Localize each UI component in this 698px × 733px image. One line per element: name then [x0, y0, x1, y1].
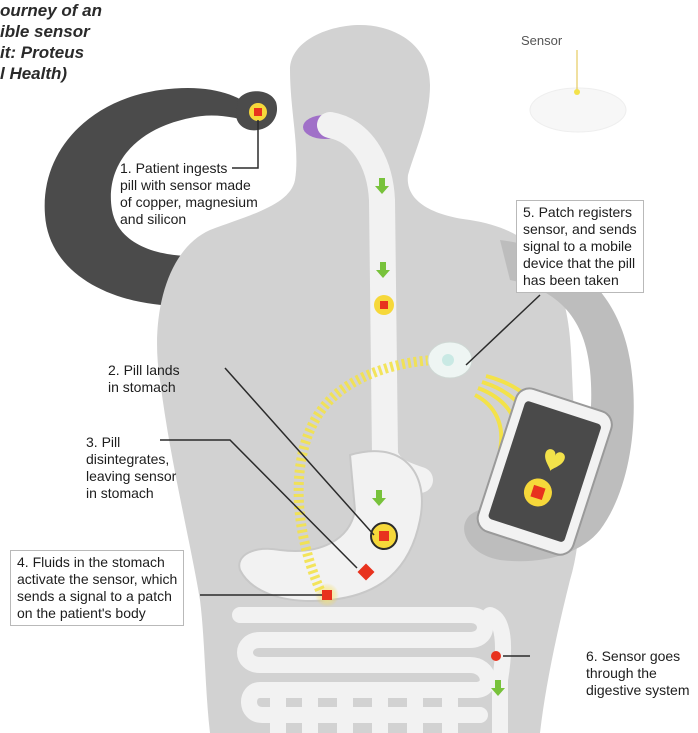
- step-5-line-5: has been taken: [523, 272, 637, 289]
- step-1-line-1: 1. Patient ingests: [120, 160, 258, 177]
- step-2-line-1: 2. Pill lands: [108, 362, 180, 379]
- step-5-label: 5. Patch registers sensor, and sends sig…: [516, 200, 644, 293]
- step-4-line-1: 4. Fluids in the stomach: [17, 554, 177, 571]
- caption-line-2: ible sensor: [0, 22, 90, 41]
- step-3-line-1: 3. Pill: [86, 434, 176, 451]
- step-6-line-1: 6. Sensor goes: [586, 648, 689, 665]
- step-6-line-3: digestive system: [586, 682, 689, 699]
- patch-center: [442, 354, 454, 366]
- step-5-line-1: 5. Patch registers: [523, 204, 637, 221]
- step-1-line-3: of copper, magnesium: [120, 194, 258, 211]
- sensor-dot: [574, 89, 580, 95]
- step-6-label: 6. Sensor goes through the digestive sys…: [586, 648, 689, 699]
- step-5-line-4: device that the pill: [523, 255, 637, 272]
- step-2-label: 2. Pill lands in stomach: [108, 362, 180, 396]
- step-3-line-3: leaving sensor: [86, 468, 176, 485]
- step-4-label: 4. Fluids in the stomach activate the se…: [10, 550, 184, 626]
- step-3-line-2: disintegrates,: [86, 451, 176, 468]
- step-3-line-4: in stomach: [86, 485, 176, 502]
- caption-line-4: l Health): [0, 64, 67, 83]
- pill-in-hand-sensor: [254, 108, 262, 116]
- pill-esophagus-sensor: [380, 301, 388, 309]
- step-6-line-2: through the: [586, 665, 689, 682]
- figure-caption: ourney of an ible sensor it: Proteus l H…: [0, 0, 102, 84]
- body-silhouette: [157, 25, 580, 733]
- step-1-line-2: pill with sensor made: [120, 177, 258, 194]
- step-4-line-3: sends a signal to a patch: [17, 588, 177, 605]
- step-3-label: 3. Pill disintegrates, leaving sensor in…: [86, 434, 176, 502]
- step-5-line-2: sensor, and sends: [523, 221, 637, 238]
- sensor-activated: [322, 590, 332, 600]
- step-4-line-4: on the patient's body: [17, 605, 177, 622]
- step-5-line-3: signal to a mobile: [523, 238, 637, 255]
- caption-line-1: ourney of an: [0, 1, 102, 20]
- sensor-label: Sensor: [521, 33, 562, 48]
- step-1-line-4: and silicon: [120, 211, 258, 228]
- step-4-line-2: activate the sensor, which: [17, 571, 177, 588]
- caption-line-3: it: Proteus: [0, 43, 84, 62]
- step-2-line-2: in stomach: [108, 379, 180, 396]
- pill-stomach-sensor: [379, 531, 389, 541]
- step-1-label: 1. Patient ingests pill with sensor made…: [120, 160, 258, 228]
- sensor-intestine: [491, 651, 501, 661]
